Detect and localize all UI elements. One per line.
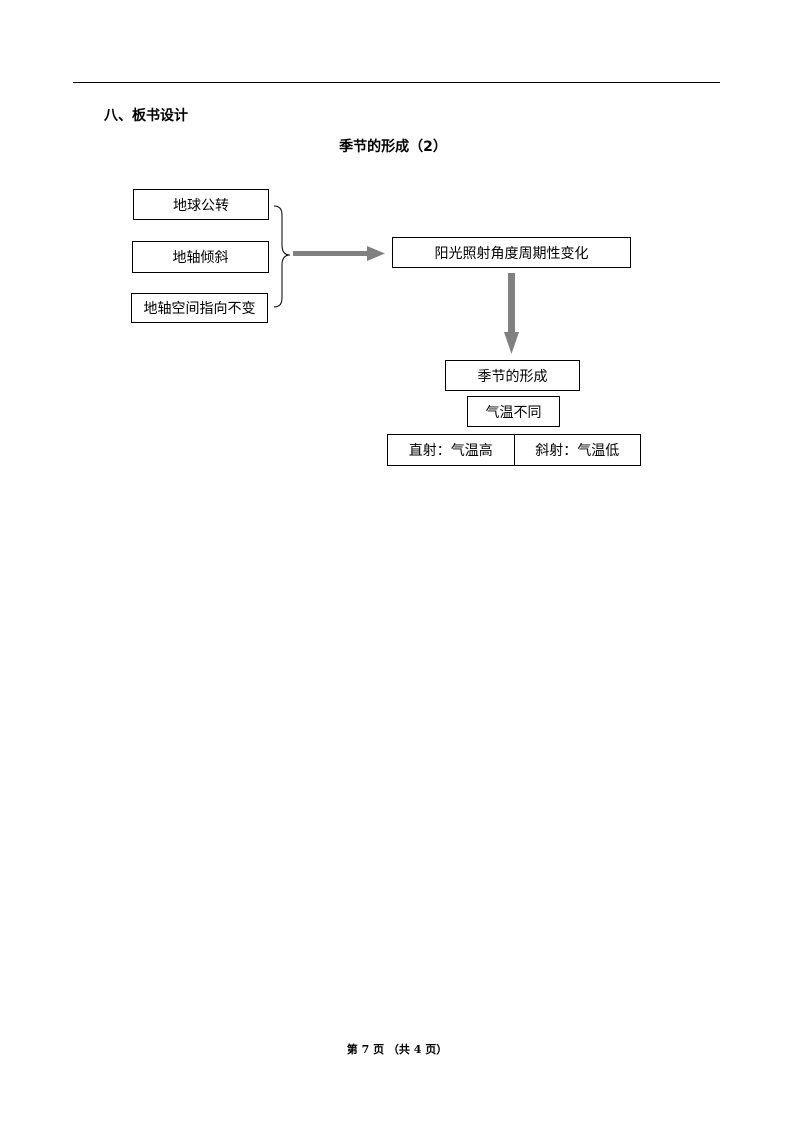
outcome-box: 季节的形成 [445, 360, 580, 391]
header-rule [73, 82, 720, 83]
page-footer: 第 7 页 （共 4 页） [346, 1043, 448, 1056]
cause-box-axial-tilt: 地轴倾斜 [132, 241, 269, 273]
cause-box-axis-direction: 地轴空间指向不变 [131, 293, 268, 323]
effect-box: 气温不同 [467, 396, 560, 427]
comparison-oblique: 斜射：气温低 [513, 435, 641, 465]
comparison-box: 直射：气温高 斜射：气温低 [387, 434, 641, 466]
section-heading: 八、板书设计 [104, 108, 188, 124]
result-box: 阳光照射角度周期性变化 [392, 237, 631, 268]
cause-box-revolution: 地球公转 [133, 189, 269, 220]
right-arrow [293, 246, 385, 261]
down-arrow [504, 273, 519, 354]
comparison-direct: 直射：气温高 [408, 443, 493, 459]
diagram-title: 季节的形成（2） [339, 139, 447, 155]
cause-brace [273, 205, 291, 308]
